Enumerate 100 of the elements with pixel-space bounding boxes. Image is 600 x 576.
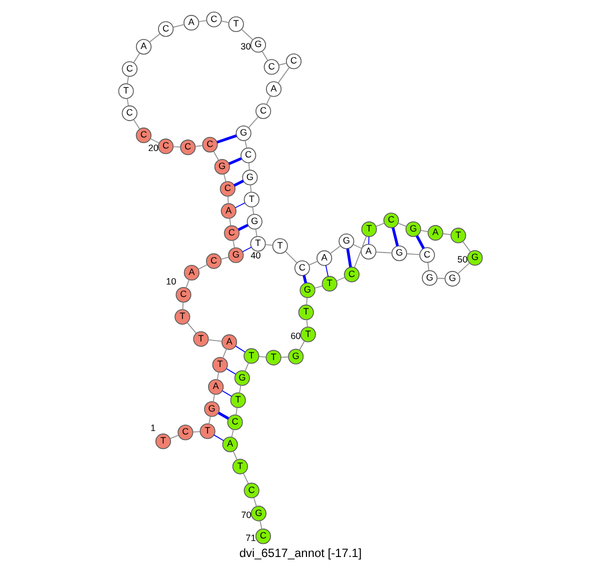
node-circle: C: [205, 253, 222, 269]
node-circle: T: [450, 228, 466, 244]
node-circle: G: [214, 158, 230, 175]
connector: [442, 233, 451, 236]
connector: [192, 431, 200, 432]
connector: [248, 116, 258, 128]
node-circle: G: [246, 214, 262, 230]
connector: [234, 202, 245, 208]
node-circle: G: [242, 170, 258, 186]
node-circle: G: [250, 506, 266, 522]
connector: [456, 262, 470, 274]
node-circle: G: [228, 247, 244, 264]
node-circle: A: [183, 264, 199, 281]
connector: [306, 297, 307, 306]
connector: [233, 180, 244, 187]
connector: [212, 150, 219, 161]
node-circle: G: [250, 37, 266, 53]
node-circle: A: [220, 334, 237, 350]
connector: [254, 228, 257, 237]
node-circle: A: [208, 379, 224, 395]
connector: [462, 240, 470, 252]
connector: [126, 98, 128, 106]
connector: [149, 138, 159, 144]
connector: [212, 394, 215, 402]
node-circle: C: [382, 212, 399, 228]
node-circle: G: [390, 245, 407, 262]
node-circle: C: [285, 54, 302, 70]
connector: [258, 356, 266, 358]
connector: [261, 50, 268, 61]
connector: [336, 276, 345, 282]
connector: [197, 264, 208, 270]
connector: [264, 244, 273, 246]
node-label: 60: [290, 331, 300, 342]
diagram-title: dvi_6517_annot [-17.1]: [238, 546, 362, 560]
connector: [280, 356, 288, 358]
connector: [375, 252, 392, 254]
node-label: 10: [165, 276, 176, 287]
node-circle: C: [243, 482, 259, 498]
connector: [172, 24, 184, 28]
connector: [244, 140, 247, 148]
connector: [238, 384, 241, 394]
connector: [232, 450, 238, 460]
node-circle: C: [206, 12, 222, 28]
node-circle: T: [174, 309, 190, 325]
node-circle: A: [427, 225, 443, 241]
node-circle: T: [298, 304, 314, 320]
connector: [302, 275, 307, 284]
connector: [237, 224, 248, 231]
node-circle: A: [183, 14, 199, 31]
connector: [436, 278, 445, 279]
connector: [220, 20, 229, 24]
connector: [266, 95, 271, 105]
node-circle: T: [154, 434, 170, 450]
connector: [406, 253, 420, 256]
connector: [415, 235, 424, 250]
connector: [259, 520, 262, 530]
node-circle: T: [300, 326, 316, 342]
connector: [132, 119, 140, 130]
connector: [132, 52, 140, 64]
connector: [308, 260, 318, 266]
connector: [306, 319, 308, 328]
node-circle: G: [235, 125, 251, 142]
connector: [427, 262, 429, 271]
connector: [126, 76, 128, 84]
node-circle: G: [288, 348, 304, 364]
connector: [216, 134, 236, 144]
node-circle: T: [321, 276, 337, 292]
connector: [227, 196, 228, 204]
node-circle: C: [157, 138, 174, 154]
node-circle: A: [135, 38, 152, 55]
connector: [252, 206, 254, 215]
connector: [314, 285, 322, 289]
connector: [420, 230, 428, 232]
node-circle: C: [418, 247, 434, 263]
node-circle: C: [175, 286, 191, 303]
connector: [217, 412, 229, 420]
node-circle: C: [121, 105, 137, 122]
node-circle: C: [254, 528, 271, 544]
connector: [277, 67, 290, 84]
connector: [212, 434, 224, 442]
node-circle: T: [230, 392, 246, 408]
node-circle: A: [360, 244, 376, 260]
node-circle: A: [222, 436, 238, 452]
connector: [244, 362, 248, 372]
node-label: 30: [240, 41, 250, 52]
connector: [172, 146, 180, 148]
node-circle: T: [243, 348, 259, 364]
node-circle: G: [466, 250, 482, 266]
connector: [208, 339, 222, 342]
connector: [232, 240, 234, 248]
node-circle: T: [250, 236, 266, 252]
connector: [186, 322, 196, 334]
node-label: 70: [240, 510, 251, 520]
node-circle: G: [299, 282, 315, 298]
node-label: 40: [250, 250, 260, 261]
connector: [375, 222, 384, 227]
node-circle: G: [338, 233, 354, 250]
node-circle: C: [202, 136, 218, 152]
node-circle: T: [228, 16, 244, 32]
node-circle: C: [180, 140, 196, 156]
